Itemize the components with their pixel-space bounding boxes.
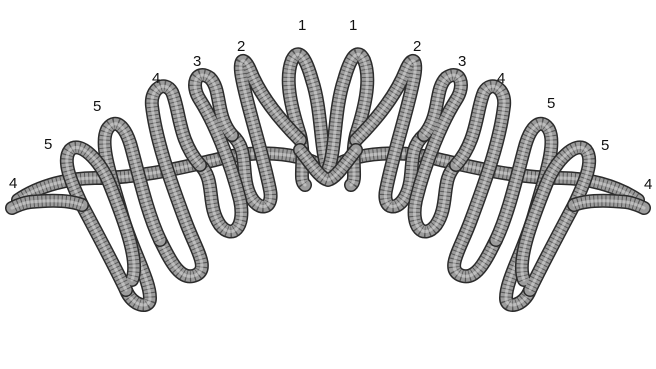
label-right-5-upper: 5 <box>547 95 555 112</box>
ribbon-tail-4-left <box>12 201 82 208</box>
ribbon-tail-4-right <box>574 201 644 208</box>
label-left-5-lower: 5 <box>44 136 52 153</box>
label-right-2: 2 <box>413 38 421 55</box>
label-left-3: 3 <box>193 53 201 70</box>
label-left-5-upper: 5 <box>93 98 101 115</box>
label-left-4-lower: 4 <box>9 175 17 192</box>
label-left-2: 2 <box>237 38 245 55</box>
label-left-1: 1 <box>298 17 306 34</box>
label-left-4-upper: 4 <box>152 70 160 87</box>
label-right-4-upper: 4 <box>497 70 505 87</box>
label-right-1: 1 <box>349 17 357 34</box>
label-right-5-lower: 5 <box>601 137 609 154</box>
label-right-4-lower: 4 <box>644 176 652 193</box>
label-right-3: 3 <box>458 53 466 70</box>
